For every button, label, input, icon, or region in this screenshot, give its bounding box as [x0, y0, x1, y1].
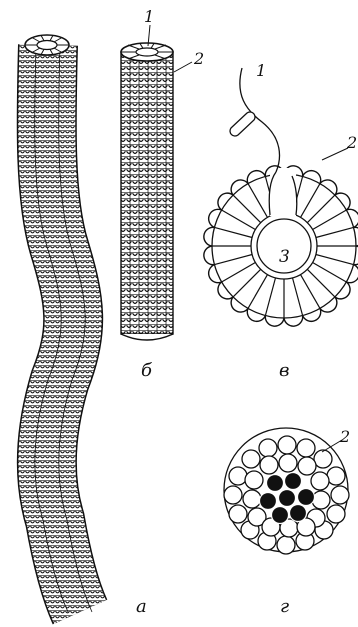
- label-v-1: 1: [256, 61, 266, 80]
- panel-a-long-microtubule: [25, 35, 92, 612]
- leader-v-2: [322, 148, 348, 160]
- label-g-2: 2: [339, 427, 350, 446]
- panel-v-cross-section: 1 2 3: [204, 61, 358, 326]
- panel-label-g: г: [280, 596, 289, 617]
- panel-b-short-microtubule: 1 2: [121, 7, 204, 340]
- panel-v-pellet: [230, 112, 255, 136]
- leader-b-2: [174, 62, 192, 72]
- label-v-2: 2: [346, 133, 357, 152]
- label-v-3: 3: [279, 247, 290, 267]
- label-b-2: 2: [193, 49, 204, 68]
- label-b-1: 1: [144, 7, 154, 26]
- panel-label-b: б: [141, 360, 153, 381]
- panel-label-a: а: [136, 596, 147, 617]
- panel-label-v: в: [279, 360, 289, 381]
